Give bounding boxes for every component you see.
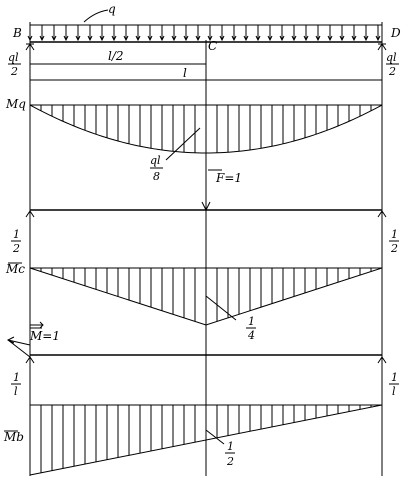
load-arrowhead (375, 35, 381, 42)
svg-text:ql: ql (8, 51, 19, 64)
svg-text:2: 2 (388, 65, 396, 78)
load-arrowhead (135, 35, 141, 42)
load-arrowhead (123, 35, 129, 42)
load-arrowhead (39, 35, 45, 42)
svg-text:ql: ql (386, 51, 397, 64)
load-arrowhead (111, 35, 117, 42)
load-arrowhead (147, 35, 153, 42)
loaded-beam (27, 9, 382, 43)
load-arrowhead (171, 35, 177, 42)
mq-diagram (29, 104, 383, 161)
load-arrowhead (27, 35, 33, 42)
reaction-left-2 (25, 210, 35, 226)
load-arrowhead (315, 35, 321, 42)
fraction-support-q-right: ql 2 (386, 51, 399, 78)
svg-text:l: l (14, 385, 18, 398)
load-arrowhead (327, 35, 333, 42)
load-arrowhead (195, 35, 201, 42)
load-arrowhead (243, 35, 249, 42)
mq-peak-leader (165, 127, 201, 161)
end-d-label: D (390, 26, 401, 40)
svg-text:1: 1 (391, 228, 398, 241)
svg-text:8: 8 (153, 170, 160, 183)
mc-triangle (29, 267, 383, 326)
svg-text:1: 1 (248, 315, 255, 328)
reaction-right-3 (377, 356, 387, 372)
fraction-mq-peak: ql 8 (150, 154, 163, 183)
reaction-right-1 (377, 43, 387, 62)
mq-label: Mq (5, 97, 26, 111)
mc-peak-leader (205, 295, 237, 321)
load-arrowhead (159, 35, 165, 42)
svg-text:2: 2 (226, 455, 234, 468)
svg-text:1: 1 (13, 228, 20, 241)
unit-moment-arrow (7, 339, 31, 358)
unit-moment-beam (6, 321, 387, 372)
svg-text:2: 2 (12, 242, 20, 255)
svg-text:l: l (392, 385, 396, 398)
load-arrowhead (183, 35, 189, 42)
fraction-support-q-left: ql 2 (8, 51, 21, 78)
reaction-left-1 (25, 43, 35, 62)
svg-text:1: 1 (13, 371, 20, 384)
load-arrowhead (255, 35, 261, 42)
mb-hatching (40, 405, 372, 473)
mb-mid-leader (205, 429, 225, 445)
half-span-label: l/2 (108, 49, 124, 63)
svg-text:2: 2 (390, 242, 398, 255)
load-arrowhead (291, 35, 297, 42)
fraction-support-f-left: 1 2 (11, 228, 21, 255)
mc-diagram (8, 262, 383, 326)
fraction-support-f-right: 1 2 (389, 228, 399, 255)
svg-text:1: 1 (391, 371, 398, 384)
reaction-right-2 (377, 210, 387, 226)
load-arrowhead (303, 35, 309, 42)
load-arrowhead (363, 35, 369, 42)
load-arrowhead (231, 35, 237, 42)
load-arrowhead (51, 35, 57, 42)
load-arrowhead (339, 35, 345, 42)
fraction-mb-mid: 1 2 (225, 440, 235, 468)
svg-text:1: 1 (227, 440, 234, 453)
load-arrowhead (279, 35, 285, 42)
svg-text:4: 4 (247, 329, 255, 342)
svg-text:2: 2 (10, 65, 18, 78)
load-arrowhead (63, 35, 69, 42)
mc-label: Mc (5, 262, 25, 276)
reaction-left-3 (25, 356, 35, 372)
load-arrowhead (267, 35, 273, 42)
mb-triangle (29, 404, 383, 476)
unit-force-arrowhead (201, 201, 211, 212)
mq-hatching (40, 105, 372, 153)
load-arrowhead (219, 35, 225, 42)
load-leader-line (83, 9, 109, 23)
fraction-support-m-left: 1 l (11, 371, 21, 398)
mc-hatching (40, 268, 372, 325)
unit-moment-label: M=1 (29, 329, 60, 343)
load-arrowhead (207, 35, 213, 42)
svg-text:ql: ql (150, 154, 161, 167)
fraction-mc-peak: 1 4 (246, 315, 256, 342)
mq-parabola (29, 104, 383, 154)
load-arrowhead (99, 35, 105, 42)
unit-moment-pointer (30, 321, 44, 329)
unit-force-label: F=1 (215, 171, 242, 185)
load-arrowhead (351, 35, 357, 42)
load-arrowhead (75, 35, 81, 42)
end-b-label: B (12, 26, 22, 40)
unit-moment-arrowhead (6, 336, 15, 344)
point-c-label: C (208, 39, 217, 53)
span-label: l (183, 66, 187, 80)
fraction-support-m-right: 1 l (389, 371, 399, 398)
load-arrowhead (87, 35, 93, 42)
unit-force-beam (25, 169, 387, 226)
distributed-load-arrows (27, 25, 381, 42)
load-label: q (108, 2, 116, 16)
mb-diagram (4, 404, 383, 476)
mb-label: Mb (3, 430, 24, 444)
